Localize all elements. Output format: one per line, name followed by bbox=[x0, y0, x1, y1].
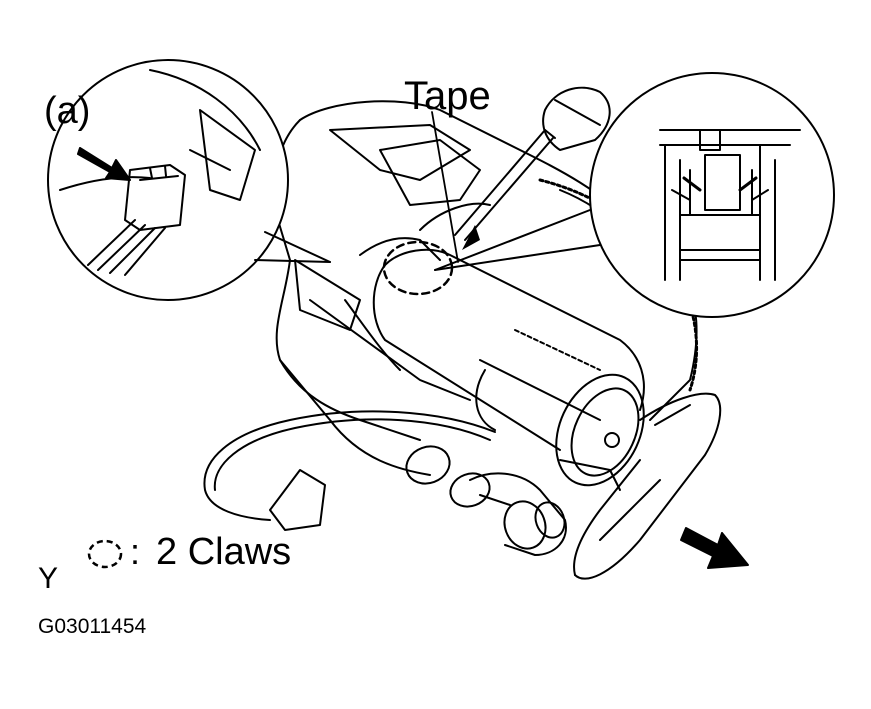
detail-circle-a bbox=[47, 59, 331, 301]
fuel-pump-body bbox=[372, 248, 645, 491]
screwdriver-tool bbox=[454, 86, 611, 241]
detail-a-label: (a) bbox=[44, 90, 91, 132]
wire-harness bbox=[203, 410, 496, 531]
connector-push-arrow bbox=[77, 147, 131, 181]
legend-colon: : bbox=[130, 531, 141, 572]
view-mark-label: Y bbox=[38, 562, 59, 595]
tape-label: Tape bbox=[404, 74, 491, 118]
tape-leader-line bbox=[431, 111, 459, 263]
figure-id-label: G03011454 bbox=[38, 615, 147, 638]
dashed-circle-icon bbox=[87, 539, 123, 569]
detail-circle-claws bbox=[434, 72, 835, 318]
fuel-outlet bbox=[405, 445, 567, 556]
pull-direction-arrow bbox=[680, 527, 749, 569]
claws-legend-label: 2 Claws bbox=[156, 531, 292, 573]
fuel-filter-cap bbox=[573, 392, 722, 580]
